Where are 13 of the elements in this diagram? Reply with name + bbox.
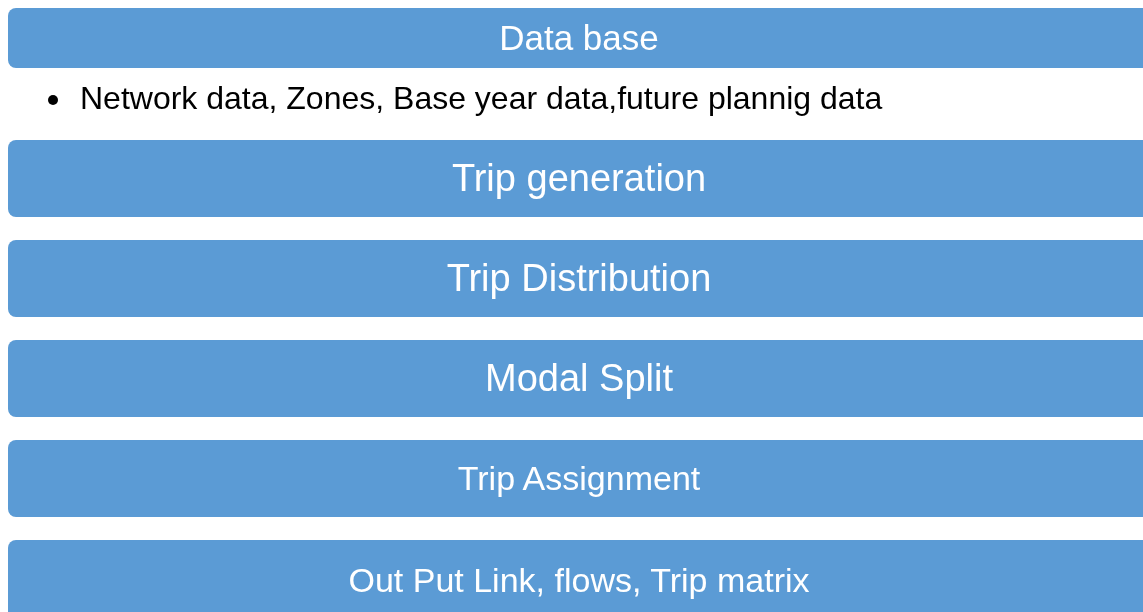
process-bar (8, 8, 1143, 68)
bar-title: Trip Distribution (446, 257, 712, 300)
process-bar (8, 440, 1143, 517)
bullet-text: Network data, Zones, Base year data,future plannig data (80, 80, 883, 117)
process-bar (8, 240, 1143, 317)
process-bar (8, 540, 1143, 612)
bar-title: Trip Assignment (457, 459, 701, 498)
process-bar (8, 140, 1143, 217)
bar-title: Trip generation (451, 157, 707, 200)
bar-title: Data base (499, 18, 659, 58)
process-bar (8, 340, 1143, 417)
bar-title: Modal Split (485, 357, 673, 400)
bar-title: Out Put Link, flows, Trip matrix (348, 560, 810, 600)
